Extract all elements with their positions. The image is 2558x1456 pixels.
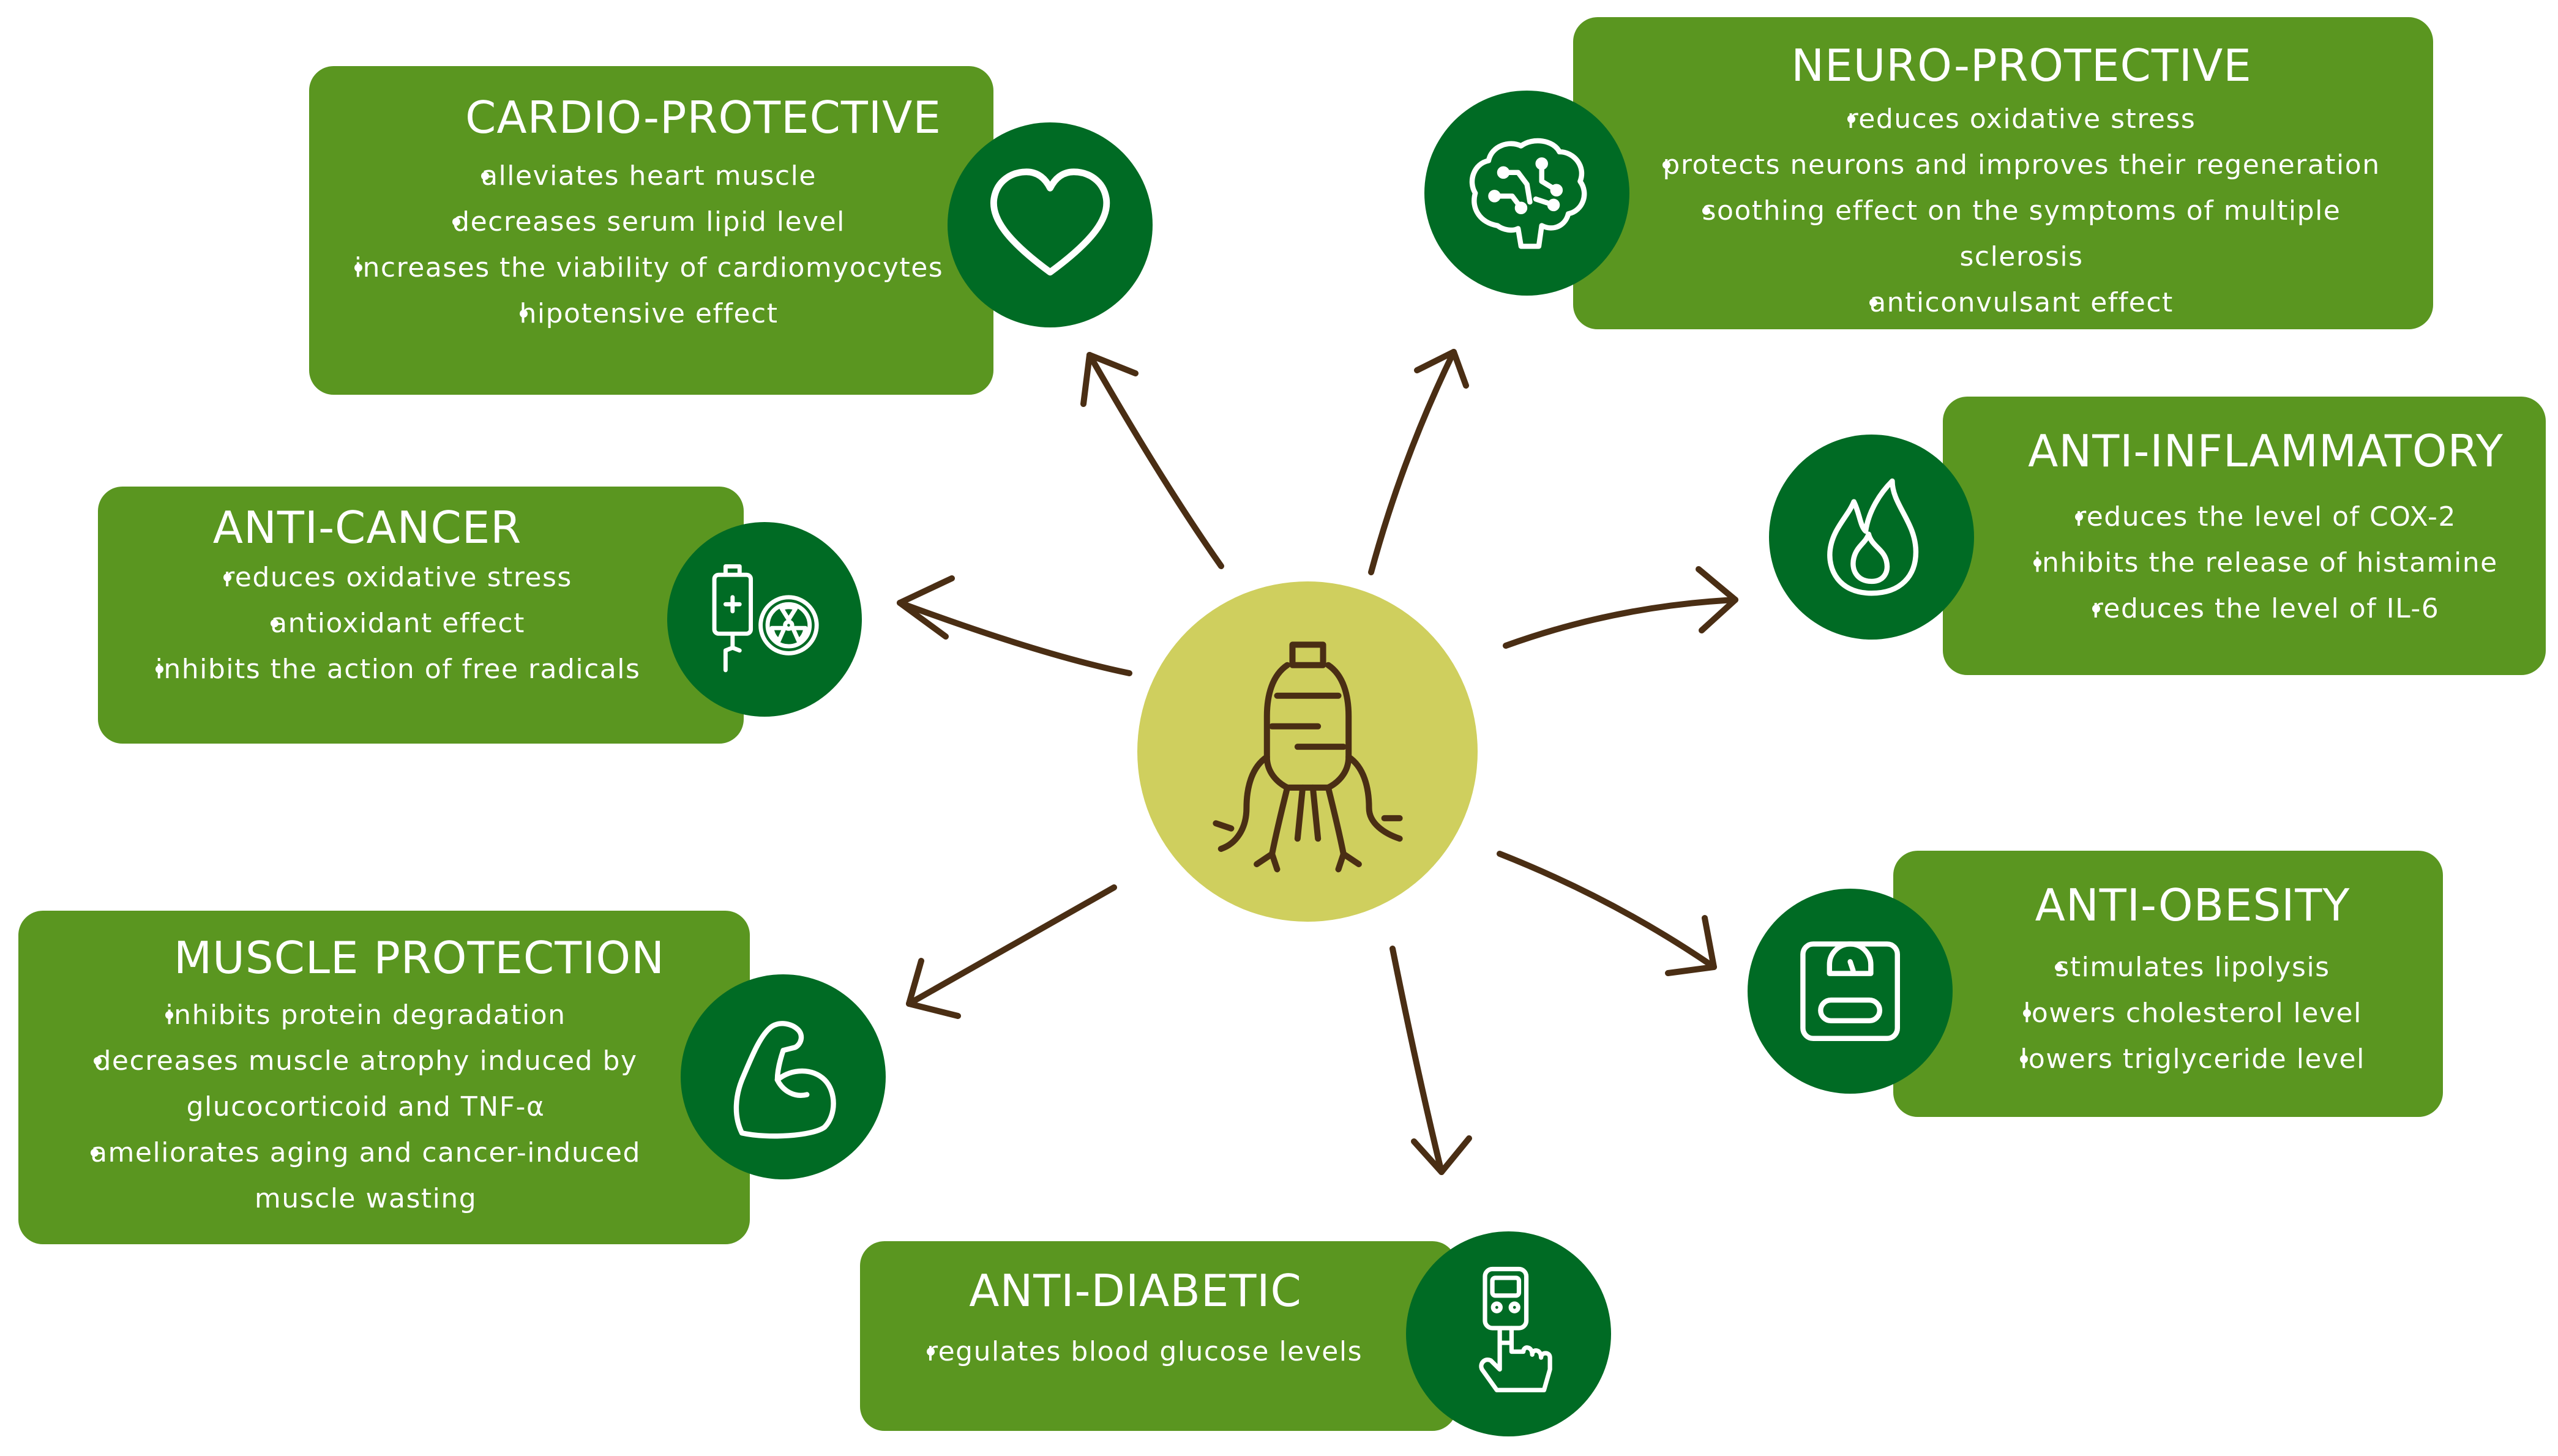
- cardio-protective-panel: CARDIO-PROTECTIVE alleviates heart muscl…: [309, 66, 993, 395]
- list-item: soothing effect on the symptoms of multi…: [1634, 188, 2409, 234]
- list-item: reduces oxidative stress: [135, 554, 661, 600]
- arrow-to-anti-inflammatory: [1503, 566, 1738, 649]
- arrow-to-anti-cancer: [897, 575, 1132, 676]
- list-item: inhibits the release of histamine: [1998, 540, 2534, 586]
- anti-diabetic-panel: ANTI-DIABETIC regulates blood glucose le…: [860, 1241, 1457, 1431]
- iv-radiation-icon-circle: [667, 522, 862, 717]
- list-item: alleviates heart muscle: [334, 153, 964, 199]
- iv-radiation-icon: [712, 564, 819, 672]
- arrow-to-anti-diabetic: [1389, 946, 1472, 1175]
- heart-icon-circle: [948, 122, 1153, 327]
- ginseng-root-icon: [1212, 641, 1403, 872]
- list-item: glucocorticoid and TNF-α: [186, 1091, 545, 1123]
- list-item: increases the viability of cardiomyocyte…: [334, 245, 964, 291]
- list-item: protects neurons and improves their rege…: [1634, 142, 2409, 188]
- list-item: reduces oxidative stress: [1634, 96, 2409, 142]
- flame-icon: [1827, 478, 1919, 596]
- list-item: regulates blood glucose levels: [891, 1329, 1399, 1375]
- glucometer-icon: [1479, 1266, 1552, 1392]
- list-item: lowers triglyceride level: [1961, 1036, 2425, 1082]
- brain-icon-circle: [1424, 91, 1629, 296]
- flame-icon-circle: [1769, 435, 1974, 640]
- glucometer-icon-circle: [1406, 1231, 1611, 1436]
- anti-obesity-panel: ANTI-OBESITY stimulates lipolysis lowers…: [1893, 851, 2443, 1117]
- list-item: inhibits the action of free radicals: [135, 646, 661, 692]
- list-item: muscle wasting: [254, 1183, 477, 1215]
- list-item: decreases serum lipid level: [334, 199, 964, 245]
- panel-title: CARDIO-PROTECTIVE: [465, 92, 941, 143]
- panel-title: ANTI-DIABETIC: [969, 1265, 1302, 1316]
- bicep-icon: [733, 1021, 836, 1139]
- list-item: inhibits protein degradation: [55, 992, 676, 1038]
- list-item: antioxidant effect: [135, 600, 661, 646]
- anti-cancer-panel: ANTI-CANCER reduces oxidative stress ant…: [98, 487, 744, 744]
- list-item: stimulates lipolysis: [1961, 944, 2425, 990]
- list-item: ameliorates aging and cancer-induced: [55, 1130, 676, 1176]
- anti-inflammatory-panel: ANTI-INFLAMMATORY reduces the level of C…: [1943, 397, 2546, 675]
- panel-title: ANTI-OBESITY: [2035, 879, 2350, 931]
- muscle-protection-panel: MUSCLE PROTECTION inhibits protein degra…: [18, 911, 750, 1244]
- scale-icon-circle: [1748, 889, 1953, 1094]
- panel-title: ANTI-INFLAMMATORY: [2028, 425, 2504, 477]
- scale-icon: [1800, 941, 1900, 1041]
- panel-title: NEURO-PROTECTIVE: [1791, 40, 2252, 91]
- list-item: anticonvulsant effect: [1634, 280, 2409, 326]
- center-circle: [1137, 581, 1478, 922]
- arrow-to-cardio: [1080, 352, 1224, 569]
- list-item: hipotensive effect: [334, 291, 964, 337]
- arrow-to-muscle: [906, 884, 1117, 1019]
- panel-title: ANTI-CANCER: [212, 502, 522, 553]
- panel-title: MUSCLE PROTECTION: [174, 932, 665, 984]
- brain-icon: [1469, 138, 1587, 249]
- list-item: decreases muscle atrophy induced by: [55, 1038, 676, 1084]
- heart-icon: [990, 168, 1110, 276]
- arrow-to-neuro: [1368, 349, 1469, 575]
- list-item: reduces the level of COX-2: [1998, 494, 2534, 540]
- list-item: lowers cholesterol level: [1961, 990, 2425, 1036]
- list-item: sclerosis: [1959, 241, 2084, 273]
- bicep-icon-circle: [681, 974, 886, 1179]
- neuro-protective-panel: NEURO-PROTECTIVE reduces oxidative stres…: [1573, 17, 2433, 329]
- arrow-to-anti-obesity: [1497, 851, 1717, 976]
- list-item: reduces the level of IL-6: [1998, 586, 2534, 632]
